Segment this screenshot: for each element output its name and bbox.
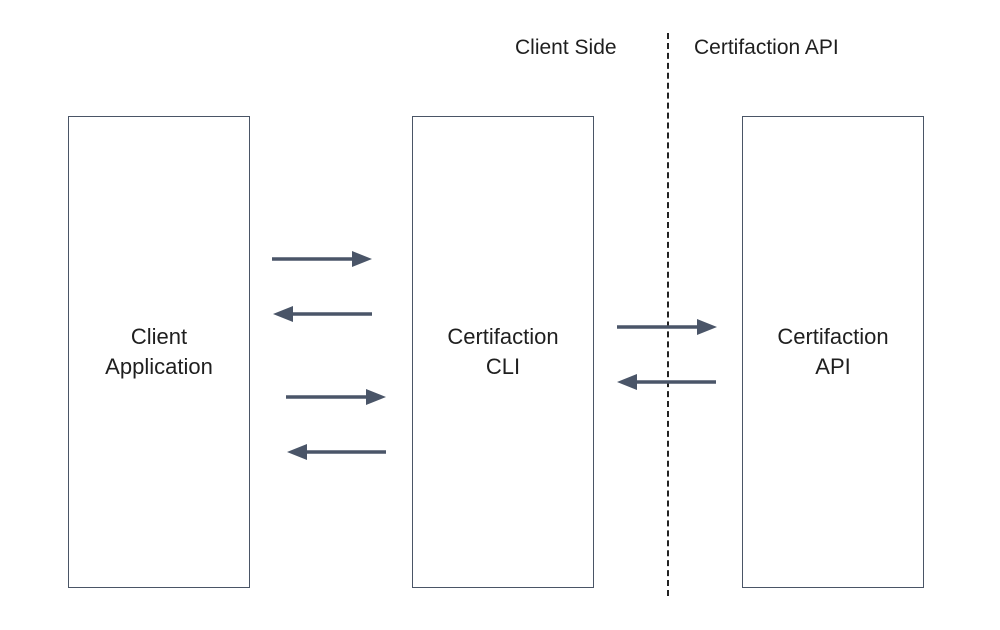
certifaction-api-label-line1: Certifaction	[777, 324, 889, 349]
certifaction-api-box: Certifaction API	[742, 116, 924, 588]
client-application-box: Client Application	[68, 116, 250, 588]
client-application-label-line2: Application	[105, 354, 213, 379]
client-application-label: Client Application	[105, 322, 213, 382]
certifaction-api-label-line2: API	[815, 354, 851, 379]
client-application-label-line1: Client	[130, 324, 188, 349]
certifaction-cli-box: Certifaction CLI	[412, 116, 594, 588]
zone-divider	[667, 33, 669, 596]
zone-label-certifaction-api: Certifaction API	[694, 36, 839, 59]
arrow-client-to-cli-2	[286, 389, 386, 405]
certifaction-cli-label-line2: CLI	[485, 354, 521, 379]
arrow-cli-to-client-1	[273, 306, 372, 322]
arrow-client-to-cli-1	[272, 251, 372, 267]
certifaction-cli-label-line1: Certifaction	[447, 324, 559, 349]
certifaction-api-label: Certifaction API	[777, 322, 888, 382]
arrow-cli-to-client-2	[287, 444, 386, 460]
zone-label-client-side: Client Side	[515, 36, 617, 59]
certifaction-cli-label: Certifaction CLI	[447, 322, 558, 382]
